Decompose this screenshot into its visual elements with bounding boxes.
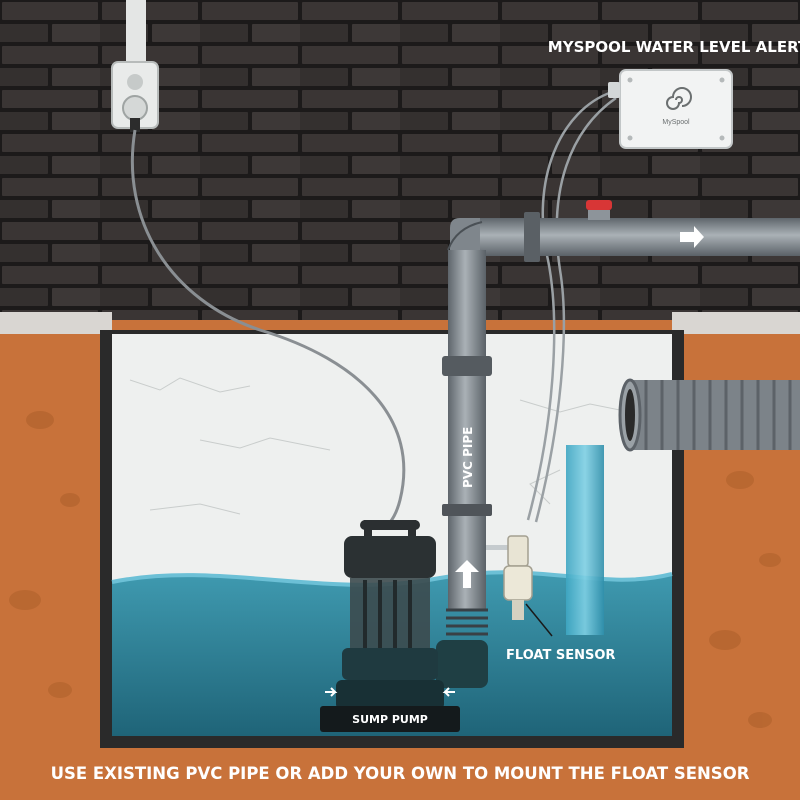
flow-arrow-icon [680,226,704,248]
myspool-device: MySpool [608,69,733,149]
discharge-pipe-horizontal [470,218,800,256]
flow-arrow-up-icon [455,560,479,588]
caption-text: USE EXISTING PVC PIPE OR ADD YOUR OWN TO… [51,764,750,783]
float-sensor [503,535,533,620]
wall-outlet [111,61,159,132]
pvc-pipe-vertical [448,250,486,610]
pipe-elbow [450,218,480,256]
check-valve [586,200,612,220]
power-cable [130,129,406,530]
spiral-logo-icon [666,87,692,110]
outlet-conduit [126,0,146,64]
float-sensor-pointer [525,603,553,637]
pipe-threads [446,608,488,636]
floor-ledge-left [0,312,112,334]
sensor-cable-2 [534,96,617,523]
pipe-coupling-horizontal [524,212,540,262]
pvc-pipe-clamp [442,504,492,516]
sump-pump-label: SUMP PUMP [352,713,428,726]
floor-ledge-right [672,312,800,334]
title-label: MYSPOOL WATER LEVEL ALERT [548,38,800,56]
pvc-pipe-coupling-top [442,356,492,376]
soil-stones [9,411,781,728]
drain-hose [618,378,800,452]
pump-outlet-connector [436,640,488,688]
device-brand: MySpool [662,119,690,126]
sump-pump [320,520,460,732]
water-stream [566,445,604,635]
pvc-pipe-label: PVC PIPE [461,427,475,488]
sensor-bracket [486,545,516,550]
float-sensor-label: FLOAT SENSOR [506,648,615,663]
sensor-cable-1 [526,90,613,521]
